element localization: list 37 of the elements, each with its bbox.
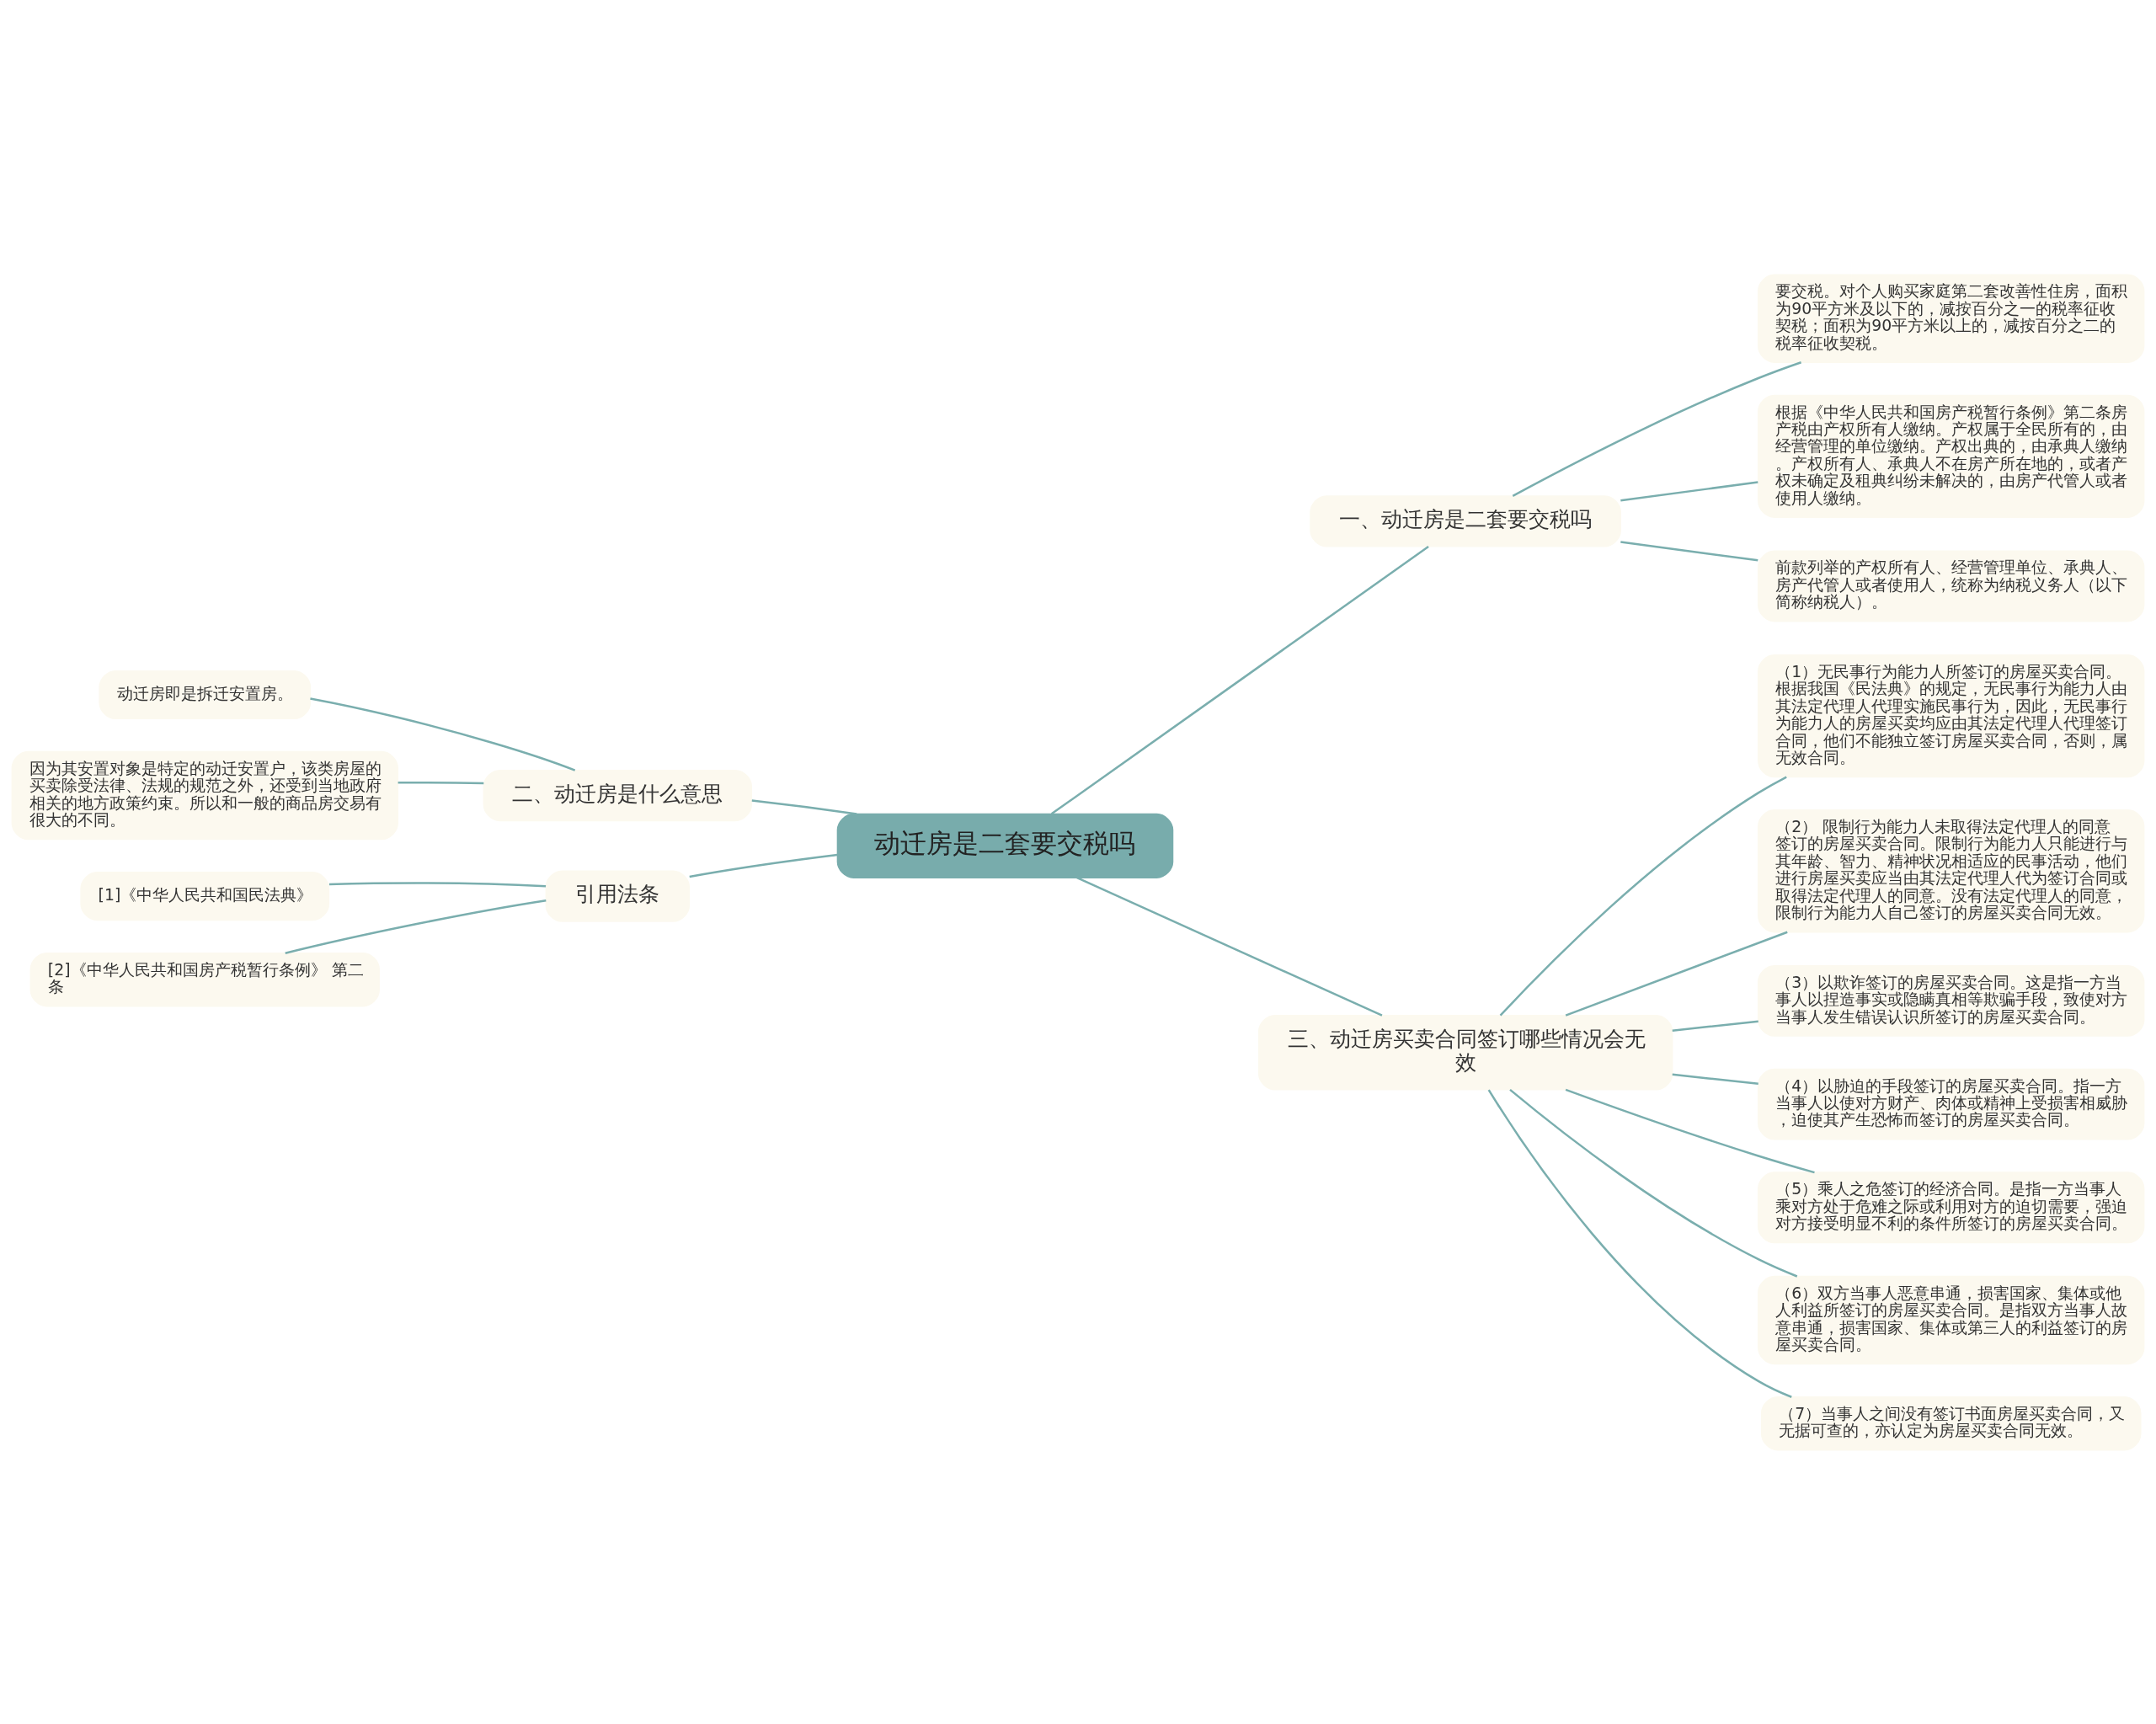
connector bbox=[1076, 876, 1383, 1017]
connector bbox=[285, 899, 547, 954]
node-box: 动迁房是二套要交税吗 bbox=[836, 813, 1174, 878]
connector bbox=[1487, 1089, 1792, 1398]
connector bbox=[1499, 775, 1787, 1016]
connector bbox=[689, 853, 838, 878]
node-box: （6）双方当事人恶意串通，损害国家、集体或他人利益所签订的房屋买卖合同。是指双方当事人故意串通，损害国家、集体或第三人的利益签订的房屋买卖合同。 bbox=[1758, 1275, 2145, 1364]
node-box: （1）无民事行为能力人所签订的房屋买卖合同。根据我国《民法典》的规定，无民事行为能力人由其法定代理人代理实施民事行为，因此，无民事行为能力人的房屋买卖均应由其法定代理人代理签订合同，他们不能独立签订房屋买卖合同，否则，属无效合同。 bbox=[1758, 654, 2145, 777]
connector bbox=[1565, 1088, 1815, 1173]
connector bbox=[1509, 1088, 1798, 1278]
node-box: 要交税。对个人购买家庭第二套改善性住房，面积为90平方米及以下的，减按百分之一的税率征收契税；面积为90平方米以上的，减按百分之二的税率征收契税。 bbox=[1758, 274, 2145, 363]
node-box: [2]《中华人民共和国房产税暂行条例》 第二条 bbox=[29, 952, 380, 1006]
connector bbox=[1620, 540, 1758, 562]
connector bbox=[310, 697, 576, 771]
node-box: 前款列举的产权所有人、经营管理单位、承典人、房产代管人或者使用人，统称为纳税义务人（以下简称纳税人）。 bbox=[1758, 550, 2145, 622]
connector bbox=[1620, 480, 1758, 502]
node-box: 根据《中华人民共和国房产税暂行条例》第二条房产税由产权所有人缴纳。产权属于全民所有的，由经营管理的单位缴纳。产权出典的，由承典人缴纳。产权所有人、承典人不在房产所在地的，或者产权未确定及租典纠纷未解决的，由房产代管人或者使用人缴纳。 bbox=[1758, 394, 2145, 518]
node-box: （7）当事人之间没有签订书面房屋买卖合同，又无据可查的，亦认定为房屋买卖合同无效。 bbox=[1760, 1396, 2142, 1450]
connector bbox=[1512, 360, 1801, 497]
connector bbox=[751, 798, 857, 815]
connector bbox=[1050, 545, 1429, 814]
node-box: [1]《中华人民共和国民法典》 bbox=[80, 871, 330, 921]
connector bbox=[328, 882, 547, 887]
connector bbox=[1672, 1073, 1758, 1085]
node-box: （2） 限制行为能力人未取得法定代理人的同意签订的房屋买卖合同。限制行为能力人只能进行与其年龄、智力、精神状况相适应的民事活动，他们进行房屋买卖应当由其法定代理人代为签订合同或取得法定代理人的同意。没有法定代理人的同意，限制行为能力人自己签订的房屋买卖合同无效。 bbox=[1758, 809, 2145, 932]
connector bbox=[1565, 931, 1788, 1017]
node-box: 动迁房即是拆迁安置房。 bbox=[99, 670, 312, 719]
node-box: 一、动迁房是二套要交税吗 bbox=[1310, 494, 1621, 547]
node-box: （3）以欺诈签订的房屋买卖合同。这是指一方当事人以捏造事实或隐瞒真相等欺骗手段，致使对方当事人发生错误认识所签订的房屋买卖合同。 bbox=[1758, 964, 2145, 1037]
node-box: （4）以胁迫的手段签订的房屋买卖合同。指一方当事人以使对方财产、肉体或精神上受损害相威胁，迫使其产生恐怖而签订的房屋买卖合同。 bbox=[1758, 1068, 2145, 1140]
node-box: 引用法条 bbox=[545, 869, 691, 922]
node-box: 三、动迁房买卖合同签订哪些情况会无效 bbox=[1257, 1014, 1673, 1091]
connector bbox=[398, 781, 484, 784]
connector bbox=[1672, 1019, 1758, 1032]
node-box: 因为其安置对象是特定的动迁安置户，该类房屋的买卖除受法律、法规的规范之外，还受到当地政府相关的地方政策约束。所以和一般的商品房交易有很大的不同。 bbox=[11, 750, 398, 840]
node-box: 二、动迁房是什么意思 bbox=[483, 769, 752, 821]
node-box: （5）乘人之危签订的经济合同。是指一方当事人乘对方处于危难之际或利用对方的迫切需要，强迫对方接受明显不利的条件所签订的房屋买卖合同。 bbox=[1758, 1171, 2145, 1243]
